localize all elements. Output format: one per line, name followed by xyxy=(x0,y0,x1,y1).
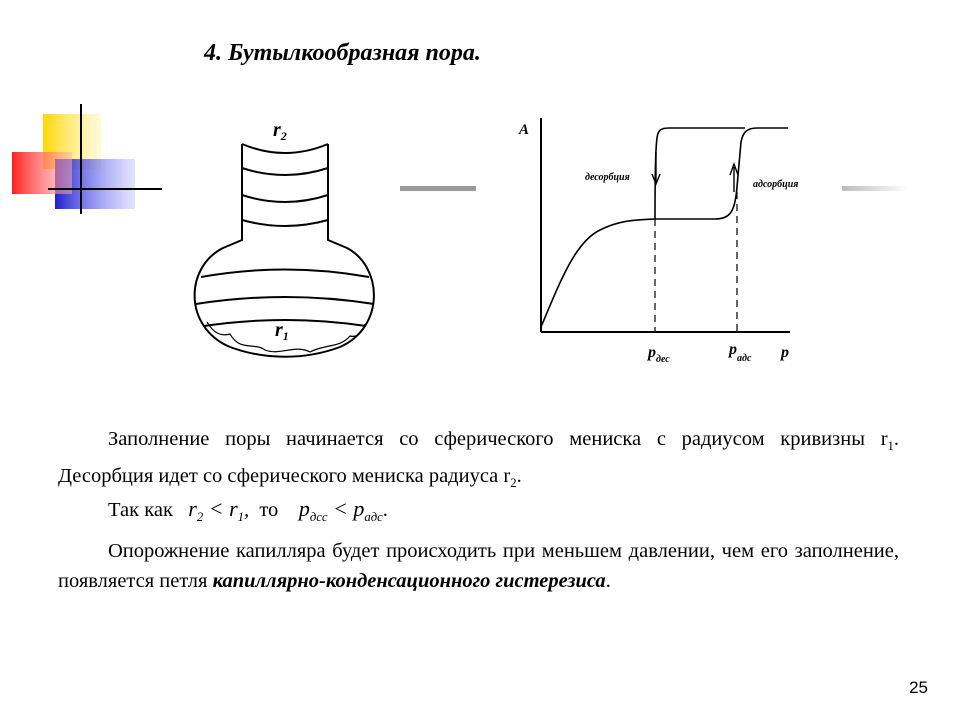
pore-outline xyxy=(193,144,375,358)
meniscus-2 xyxy=(241,167,329,176)
x-axis-label: p xyxy=(779,344,789,361)
p-ads-label: pадс xyxy=(727,341,752,364)
red-square xyxy=(12,152,72,194)
meniscus-4 xyxy=(241,219,329,227)
adsorption-label: адсорбция xyxy=(753,179,798,190)
bottle-pore-diagram: r2 r1 xyxy=(193,119,375,358)
r2-label: r2 xyxy=(273,119,287,143)
hysteresis-term: капиллярно-конденсационного гистерезиса xyxy=(212,570,606,592)
desorption-curve xyxy=(654,127,745,220)
meniscus-5 xyxy=(200,268,370,278)
desorption-label: десорбция xyxy=(585,172,630,183)
meniscus-7 xyxy=(203,319,367,327)
meniscus-6 xyxy=(195,296,375,305)
hysteresis-graph: A десорбция адсорбция pдес pадс p xyxy=(518,118,798,365)
slide-title: 4. Бутылкообразная пора. xyxy=(204,40,481,66)
adsorption-arrow xyxy=(729,161,739,192)
meniscus-1 xyxy=(241,143,329,154)
desorption-arrow xyxy=(651,152,661,186)
left-connector-bar xyxy=(400,186,476,191)
paragraph-inequality: Так как r2 < r1, то pдсс < pадс. xyxy=(108,496,388,525)
adsorption-curve xyxy=(540,127,788,328)
page-number: 25 xyxy=(909,678,928,697)
bottom-scribble xyxy=(206,321,366,353)
y-axis-label: A xyxy=(518,122,529,138)
r1-label: r1 xyxy=(275,319,289,343)
paragraph-hysteresis: Опорожнение капилляра будет происходить … xyxy=(58,540,899,592)
paragraph-filling: Заполнение поры начинается со сферическо… xyxy=(58,428,899,491)
right-connector-bar xyxy=(842,186,908,191)
decorative-squares xyxy=(12,104,162,214)
meniscus-3 xyxy=(241,194,329,203)
p-des-label: pдес xyxy=(646,344,670,365)
